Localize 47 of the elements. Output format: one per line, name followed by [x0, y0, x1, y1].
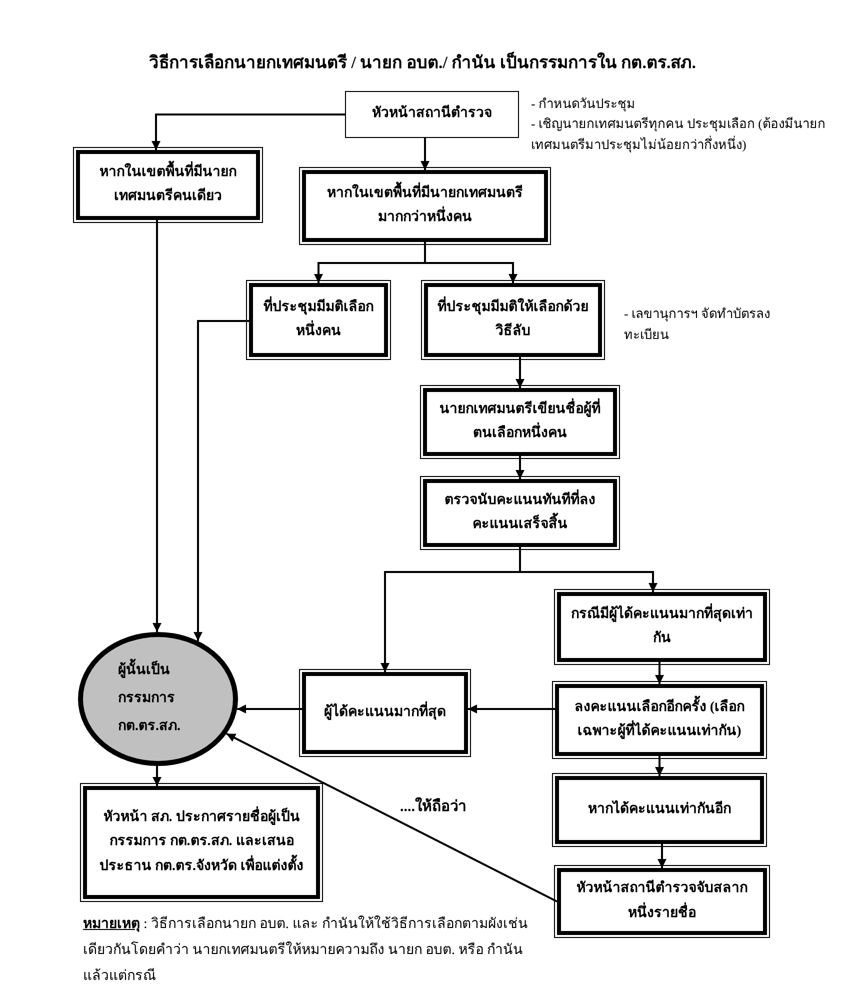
arrow	[655, 662, 664, 684]
arrow	[424, 242, 518, 283]
step-text: หัวหน้าสถานีตำรวจจับสลากหนึ่งรายชื่อ	[576, 878, 748, 922]
arrow	[152, 220, 162, 632]
step-text: หากในเขตพื้นที่มีนายกเทศมนตรีมากกว่าหนึ่งคน	[306, 182, 544, 230]
arrow	[519, 547, 658, 592]
process-box	[345, 91, 519, 138]
process-box	[557, 592, 767, 662]
process-box	[423, 479, 617, 547]
process-box	[557, 868, 767, 935]
arrow	[655, 756, 664, 776]
arrow	[516, 357, 524, 388]
step-text: กรณีมีผู้ได้คะแนนมากที่สุดเท่ากัน	[561, 602, 763, 652]
step-text: ที่ประชุมมีมติเลือกหนึ่งคน	[253, 296, 384, 344]
arrow	[658, 844, 666, 868]
process-box	[555, 776, 764, 844]
process-box	[83, 786, 320, 899]
arrow	[152, 114, 345, 150]
step-text: หัวหน้าสถานีตำรวจ	[371, 104, 493, 124]
process-box	[302, 672, 468, 754]
side-note: - เลขานุการฯ จัดทำบัตรลงทะเบียน	[624, 305, 771, 344]
process-box	[555, 684, 764, 756]
process-box	[424, 283, 602, 357]
arrow	[468, 704, 555, 714]
title: วิธีการเลือกนายกเทศมนตรี / นายก อบต./ กำนัน เป็นกรรมการใน กต.ตร.สภ.	[148, 50, 697, 74]
arrow	[237, 704, 302, 714]
arrow	[516, 456, 524, 479]
note-text: หมายเหตุ : วิธีการเลือกนายก อบต. และ กำนันให้ใช้วิธีการเลือกตามผังเช่นเดียวกันโดยคำว่า นายกเทศมนตรีให้หมายความถึง นายก อบต. หรือ กำนัน แล้วแต่กรณี	[83, 914, 529, 986]
arrow	[226, 732, 558, 902]
arrow	[152, 766, 162, 786]
step-text: หากในเขตพื้นที่มีนายกเทศมนตรีคนเดียว	[80, 160, 256, 210]
step-text: ลงคะแนนเลือกอีกครั้ง (เลือกเฉพาะผู้ที่ได้คะแนนเท่ากัน)	[559, 696, 760, 744]
arrow	[194, 320, 249, 641]
step-text: ที่ประชุมมีมติให้เลือกด้วยวิธีลับ	[428, 296, 598, 344]
process-box	[249, 283, 388, 357]
side-note: - เชิญนายกเทศมนตรีทุกคน ประชุมเลือก (ต้องมีนายกเทศมนตรีมาประชุมไม่น้อยกว่ากึ่งหนึ่ง)	[531, 115, 826, 154]
step-text: นายกเทศมนตรีเขียนชื่อผู้ที่ตนเลือกหนึ่งคน	[427, 398, 613, 446]
process-box	[423, 388, 617, 456]
process-box	[302, 170, 548, 242]
arrow	[420, 138, 430, 170]
step-text: ตรวจนับคะแนนทันทีที่ลงคะแนนเสร็จสิ้น	[427, 488, 613, 538]
step-text: ผู้ได้คะแนนมากที่สุด	[319, 700, 451, 726]
step-text: หากได้คะแนนเท่ากันอีก	[587, 799, 732, 819]
step-text: หัวหน้า สภ. ประกาศรายชื่อผู้เป็นกรรมการ กต.ตร.สภ. และเสนอประธาน กต.ตร.จังหวัด เพื่อแต่งตั้ง	[87, 806, 316, 880]
process-box	[76, 150, 260, 220]
step-text: ผู้นั้นเป็นกรรมการ กต.ตร.สภ.	[113, 657, 203, 741]
side-note: - กำหนดวันประชุม	[531, 95, 636, 114]
